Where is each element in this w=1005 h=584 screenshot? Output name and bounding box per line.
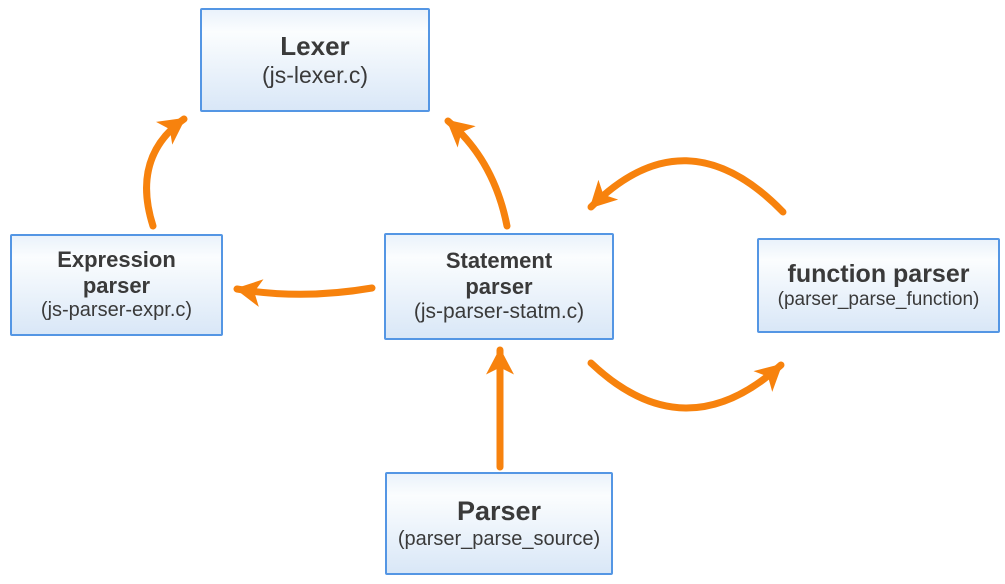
node-function-parser: function parser (parser_parse_function) — [757, 238, 1000, 333]
node-statement-parser-title: Statement parser — [445, 248, 553, 300]
node-statement-parser: Statement parser (js-parser-statm.c) — [384, 233, 614, 340]
node-lexer-title: Lexer — [280, 31, 350, 62]
node-lexer: Lexer (js-lexer.c) — [200, 8, 430, 112]
node-parser-subtitle: (parser_parse_source) — [397, 527, 601, 550]
node-expression-parser-subtitle: (js-parser-expr.c) — [40, 299, 193, 322]
node-parser: Parser (parser_parse_source) — [385, 472, 613, 575]
arrow-statement-parser-to-expression-parser — [233, 279, 376, 307]
arrow-expression-parser-to-lexer — [143, 115, 188, 230]
arrow-statement-parser-to-lexer — [444, 117, 511, 230]
node-function-parser-title: function parser — [787, 259, 970, 288]
node-lexer-subtitle: (js-lexer.c) — [261, 61, 369, 88]
node-function-parser-subtitle: (parser_parse_function) — [777, 289, 980, 311]
node-expression-parser-title: Expression parser — [57, 247, 176, 299]
node-statement-parser-subtitle: (js-parser-statm.c) — [413, 300, 585, 324]
arrow-function-parser-to-statement-parser — [587, 157, 787, 216]
node-parser-title: Parser — [456, 495, 542, 526]
arrow-statement-parser-to-function-parser — [587, 359, 785, 412]
node-expression-parser: Expression parser (js-parser-expr.c) — [10, 234, 223, 336]
